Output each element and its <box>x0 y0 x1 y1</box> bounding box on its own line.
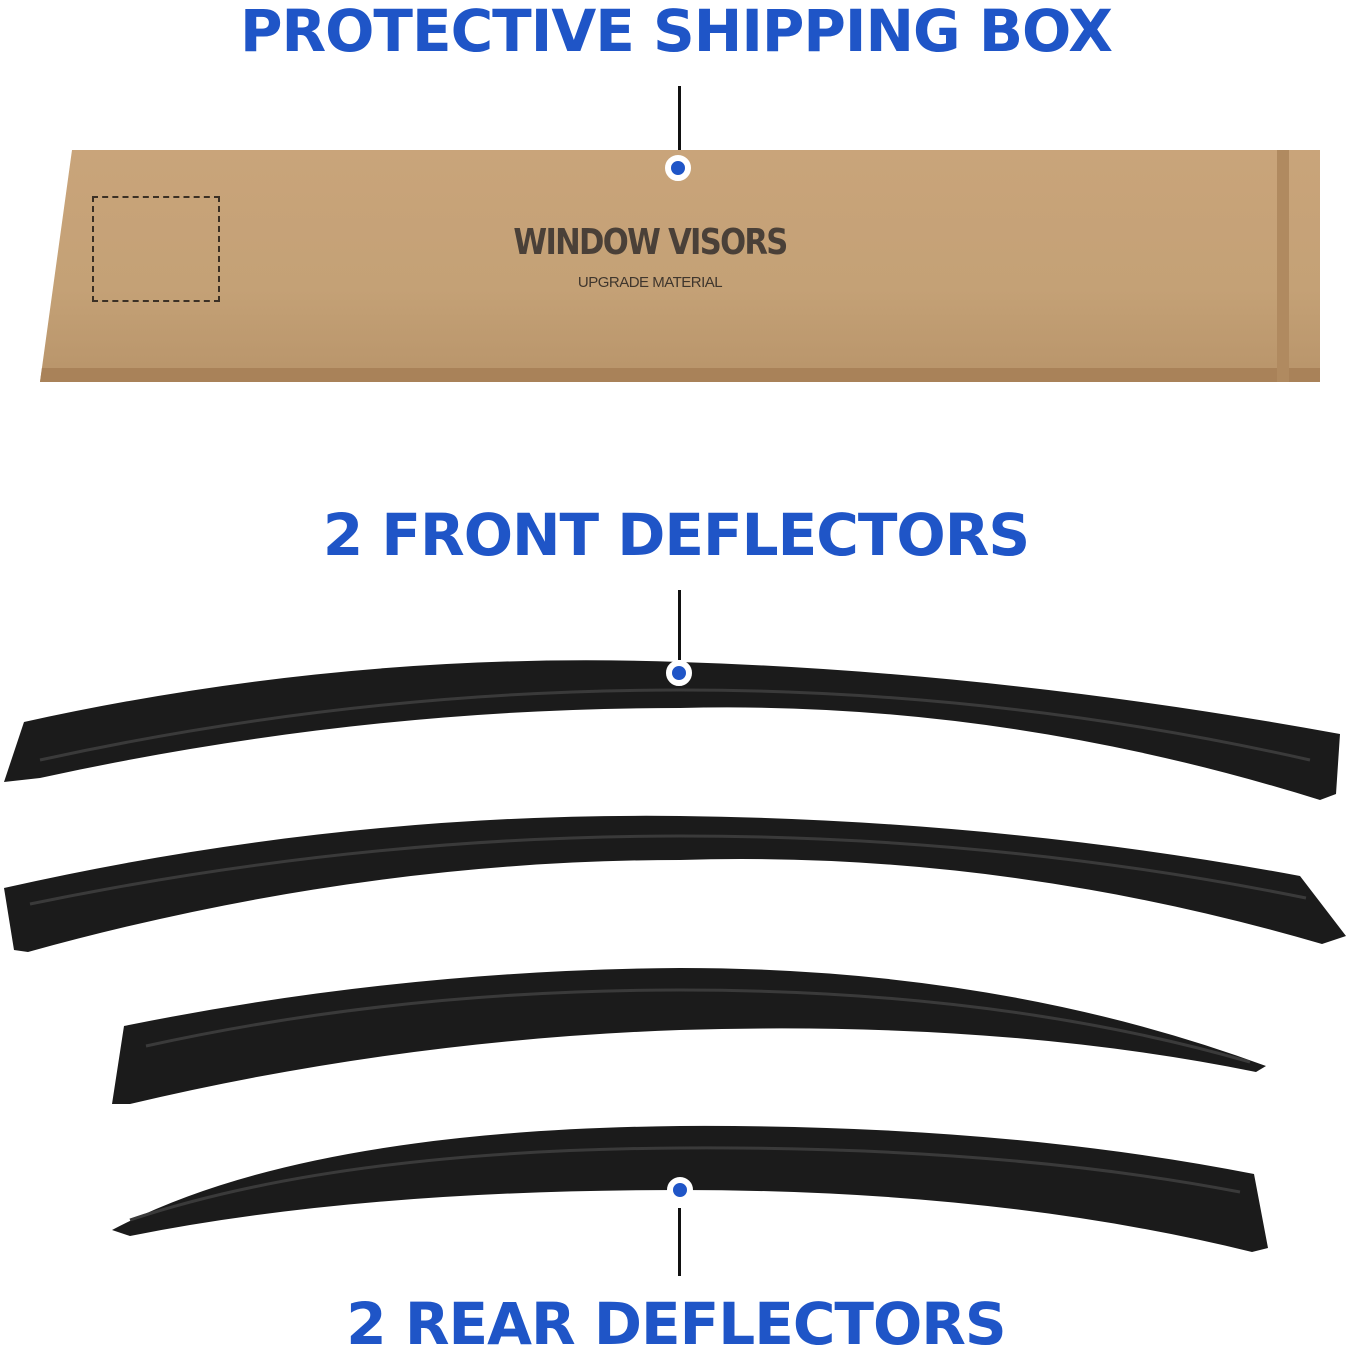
callout-dot-front <box>666 660 692 686</box>
shipping-label-area <box>92 196 220 302</box>
front-deflector-2 <box>4 815 1346 952</box>
shipping-box <box>40 150 1320 382</box>
box-print-subtitle: UPGRADE MATERIAL <box>577 274 723 291</box>
box-print-title: WINDOW VISORS <box>513 222 788 263</box>
leader-line-rear <box>678 1208 681 1276</box>
front-deflector-1 <box>4 660 1340 800</box>
callout-dot-rear <box>667 1177 693 1203</box>
shipping-box-edge <box>1277 150 1289 382</box>
heading-shipping-box: PROTECTIVE SHIPPING BOX <box>239 0 1113 65</box>
heading-front-deflectors: 2 FRONT DEFLECTORS <box>322 501 1030 569</box>
heading-rear-deflectors: 2 REAR DEFLECTORS <box>346 1290 1006 1358</box>
rear-deflector-1 <box>112 968 1266 1104</box>
leader-line-front <box>678 590 681 660</box>
leader-line-box <box>678 86 681 158</box>
callout-dot-box <box>665 155 691 181</box>
